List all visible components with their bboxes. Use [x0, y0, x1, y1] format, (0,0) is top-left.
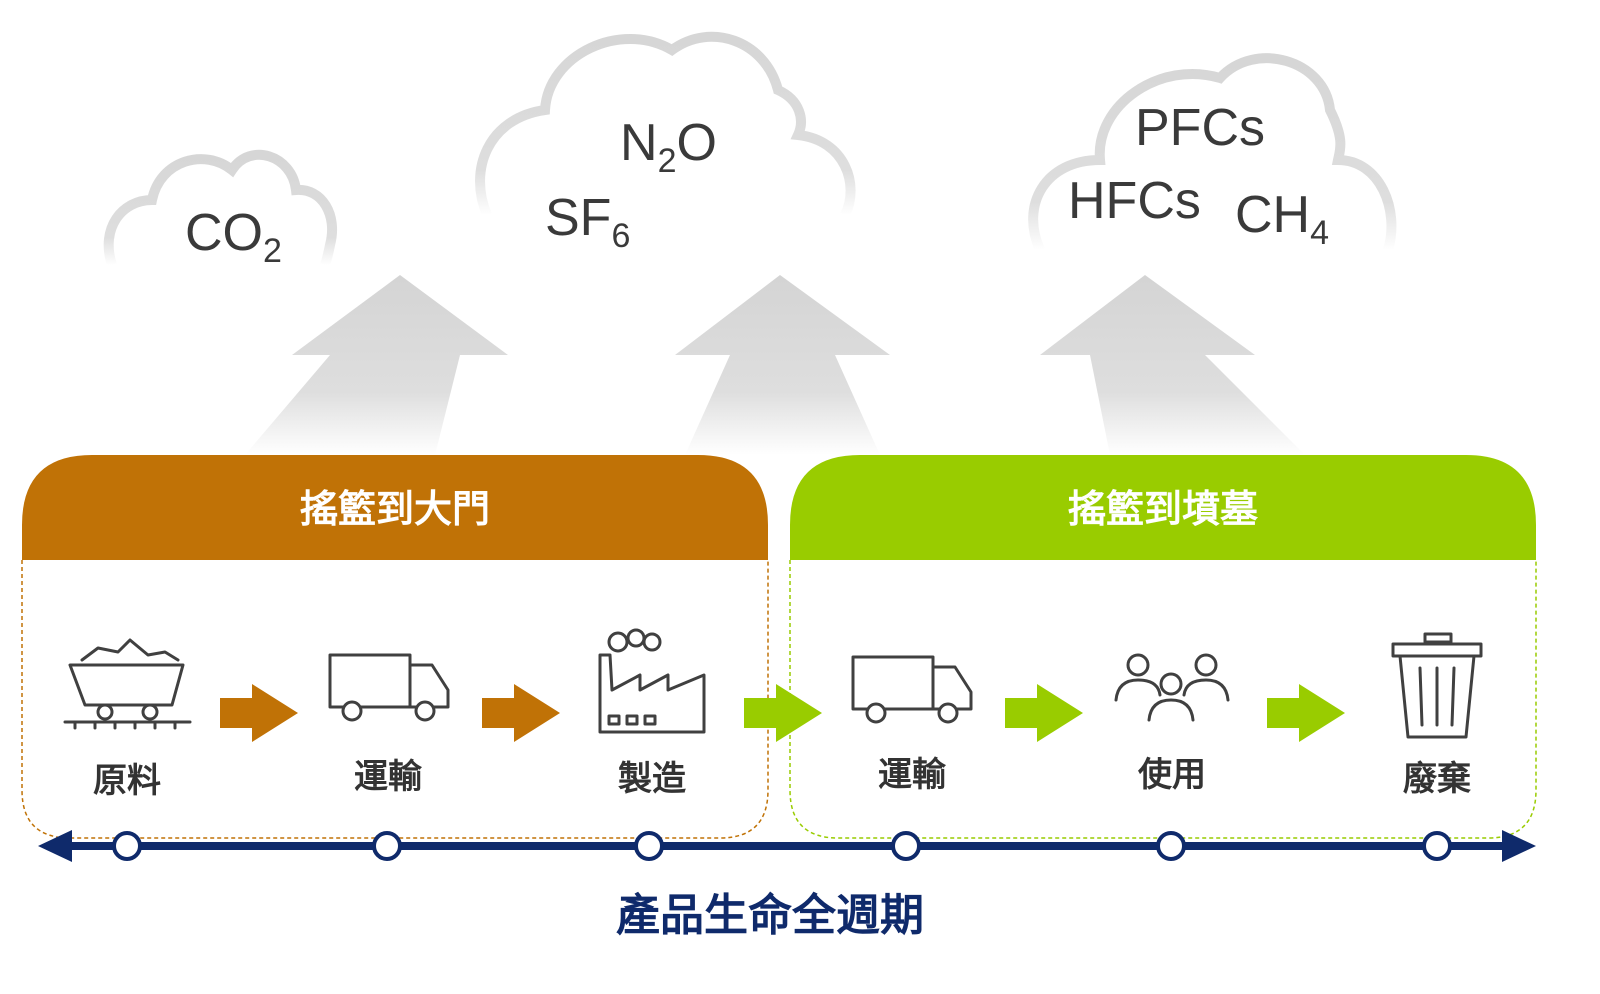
- cloud-1: [103, 149, 338, 267]
- flow-arrow: [1005, 684, 1083, 742]
- stage-label-manufacturing: 製造: [618, 759, 686, 799]
- timeline-node: [372, 831, 402, 861]
- phase-title: 搖籃到大門: [300, 487, 490, 531]
- flow-arrow: [1267, 684, 1345, 742]
- timeline-node: [112, 831, 142, 861]
- phase-box-header: [790, 455, 1536, 560]
- gas-label-co2: CO2: [185, 204, 282, 270]
- gas-label-hfcs: HFCs: [1068, 172, 1201, 230]
- phase-title: 搖籃到墳墓: [1068, 487, 1259, 531]
- gas-label-ch4: CH4: [1235, 186, 1329, 252]
- timeline-node: [1156, 831, 1186, 861]
- flow-arrow: [482, 684, 560, 742]
- trash-can-icon: [1391, 632, 1483, 739]
- phase-box-header: [22, 455, 768, 560]
- flow-arrows: [220, 684, 1345, 742]
- life-cycle-timeline: 產品生命全週期: [38, 830, 1536, 941]
- emission-arrow-2: [675, 275, 890, 455]
- factory-icon: [598, 628, 706, 734]
- truck-icon: [851, 655, 973, 724]
- timeline-title: 產品生命全週期: [616, 890, 924, 941]
- stage-label-use: 使用: [1137, 755, 1206, 795]
- timeline-arrow-left: [38, 830, 72, 862]
- stage-label-disposal: 廢棄: [1403, 759, 1471, 799]
- emission-clouds: CO2 N2O SF6 PFCs HFCs CH4: [103, 31, 1397, 270]
- truck-icon: [328, 653, 450, 722]
- timeline-node: [1422, 831, 1452, 861]
- flow-arrow: [744, 684, 822, 742]
- phase-cradle-to-gate: 搖籃到大門: [21, 455, 769, 839]
- emission-arrow-3: [1040, 275, 1305, 455]
- stage-labels: 原料 運輸 製造 運輸 使用 廢棄: [93, 755, 1471, 801]
- stage-label-raw-material: 原料: [93, 761, 161, 801]
- stage-label-transport: 運輸: [878, 755, 947, 795]
- gas-label-pfcs: PFCs: [1135, 99, 1265, 157]
- timeline-node: [634, 831, 664, 861]
- mine-cart-icon: [63, 638, 192, 730]
- gas-label-sf6: SF6: [545, 189, 630, 255]
- emission-arrows: [245, 275, 1305, 455]
- cloud-3: [1028, 53, 1397, 253]
- emission-arrow-1: [245, 275, 508, 455]
- timeline-arrow-right: [1502, 830, 1536, 862]
- cloud-2: [475, 31, 856, 218]
- flow-arrow: [220, 684, 298, 742]
- people-icon: [1114, 653, 1230, 722]
- timeline-node: [891, 831, 921, 861]
- gas-label-n2o: N2O: [620, 114, 717, 180]
- stage-label-transport: 運輸: [354, 757, 423, 797]
